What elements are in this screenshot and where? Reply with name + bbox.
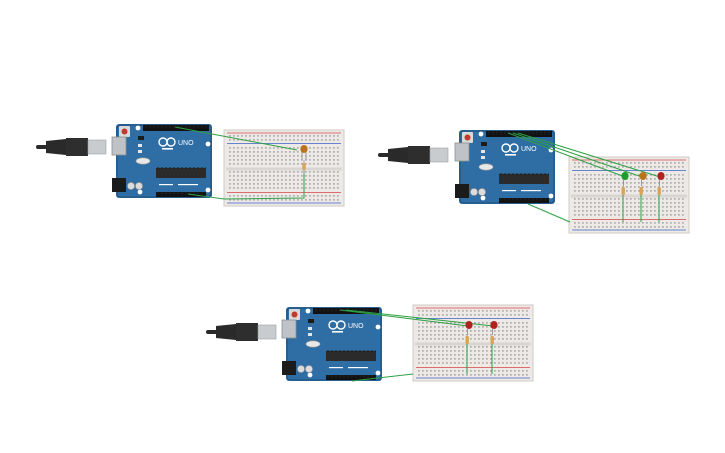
wire[interactable] [527,203,571,223]
led-red[interactable] [465,321,473,335]
breadboard[interactable] [412,304,534,382]
usb-cable[interactable] [35,137,107,157]
circuit-3[interactable] [205,304,534,382]
breadboard[interactable] [568,156,690,234]
led-red[interactable] [490,321,498,335]
arduino-uno-board[interactable] [111,123,213,199]
breadboard[interactable] [223,129,345,207]
resistor[interactable] [490,336,494,344]
wire[interactable] [517,132,661,178]
led[interactable] [300,145,308,160]
resistor[interactable] [465,336,469,344]
wire[interactable] [512,132,643,178]
usb-cable[interactable] [205,322,277,342]
led-red[interactable] [657,172,665,186]
led-orange[interactable] [639,172,647,186]
resistor[interactable] [657,187,661,195]
wire[interactable] [174,126,298,151]
wire[interactable] [351,373,414,382]
usb-cable[interactable] [377,145,449,165]
led-green[interactable] [621,172,629,186]
arduino-uno-board[interactable] [281,306,383,382]
wire[interactable] [187,170,305,200]
circuit-2[interactable] [377,129,690,234]
circuit-1[interactable] [35,123,345,207]
wire[interactable] [339,309,469,327]
resistor[interactable] [639,187,643,195]
arduino-uno-board[interactable] [454,129,556,205]
resistor[interactable] [621,187,625,195]
resistor[interactable] [302,160,306,174]
wire[interactable] [507,132,626,178]
